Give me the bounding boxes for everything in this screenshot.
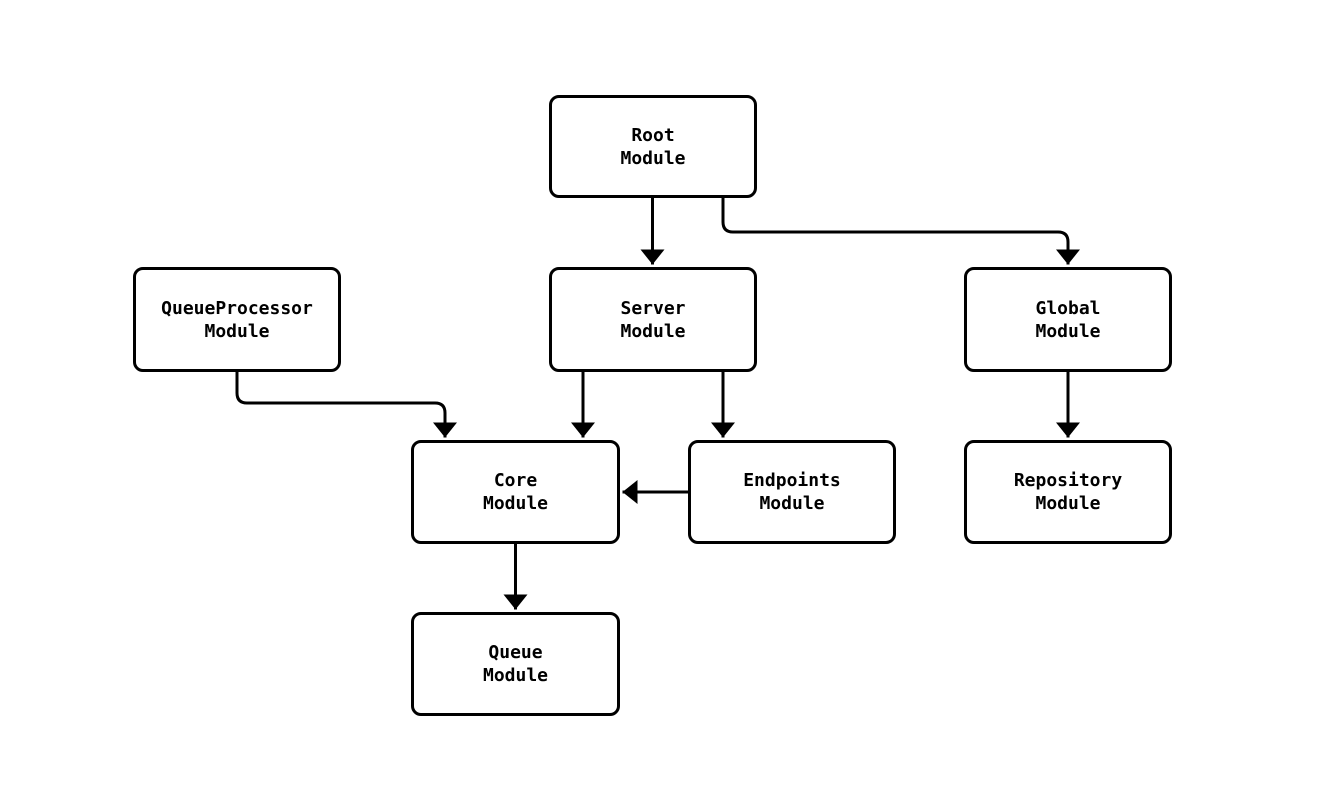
node-queueprocessor-module-label: QueueProcessor Module: [161, 297, 313, 342]
node-server-module-label: Server Module: [620, 297, 686, 342]
node-queue-module: Queue Module: [411, 612, 620, 716]
edge-root-to-global: [721, 196, 1080, 265]
node-core-module-label: Core Module: [482, 470, 549, 514]
node-endpoints-module: Endpoints Module: [688, 440, 896, 544]
node-queueprocessor-module: QueueProcessor Module: [133, 267, 341, 372]
node-global-module: Global Module: [964, 267, 1172, 372]
node-repository-module-label: Repository Module: [1013, 470, 1123, 514]
node-core-module: Core Module: [411, 440, 620, 544]
node-endpoints-module-label: Endpoints Module: [743, 470, 841, 514]
node-queue-module-label: Queue Module: [482, 642, 549, 686]
node-root-module: Root Module: [549, 95, 757, 198]
node-root-module-label: Root Module: [620, 124, 686, 169]
node-repository-module: Repository Module: [964, 440, 1172, 544]
edge-queueprocessor-to-core: [235, 371, 457, 438]
node-global-module-label: Global Module: [1035, 297, 1101, 342]
node-server-module: Server Module: [549, 267, 757, 372]
